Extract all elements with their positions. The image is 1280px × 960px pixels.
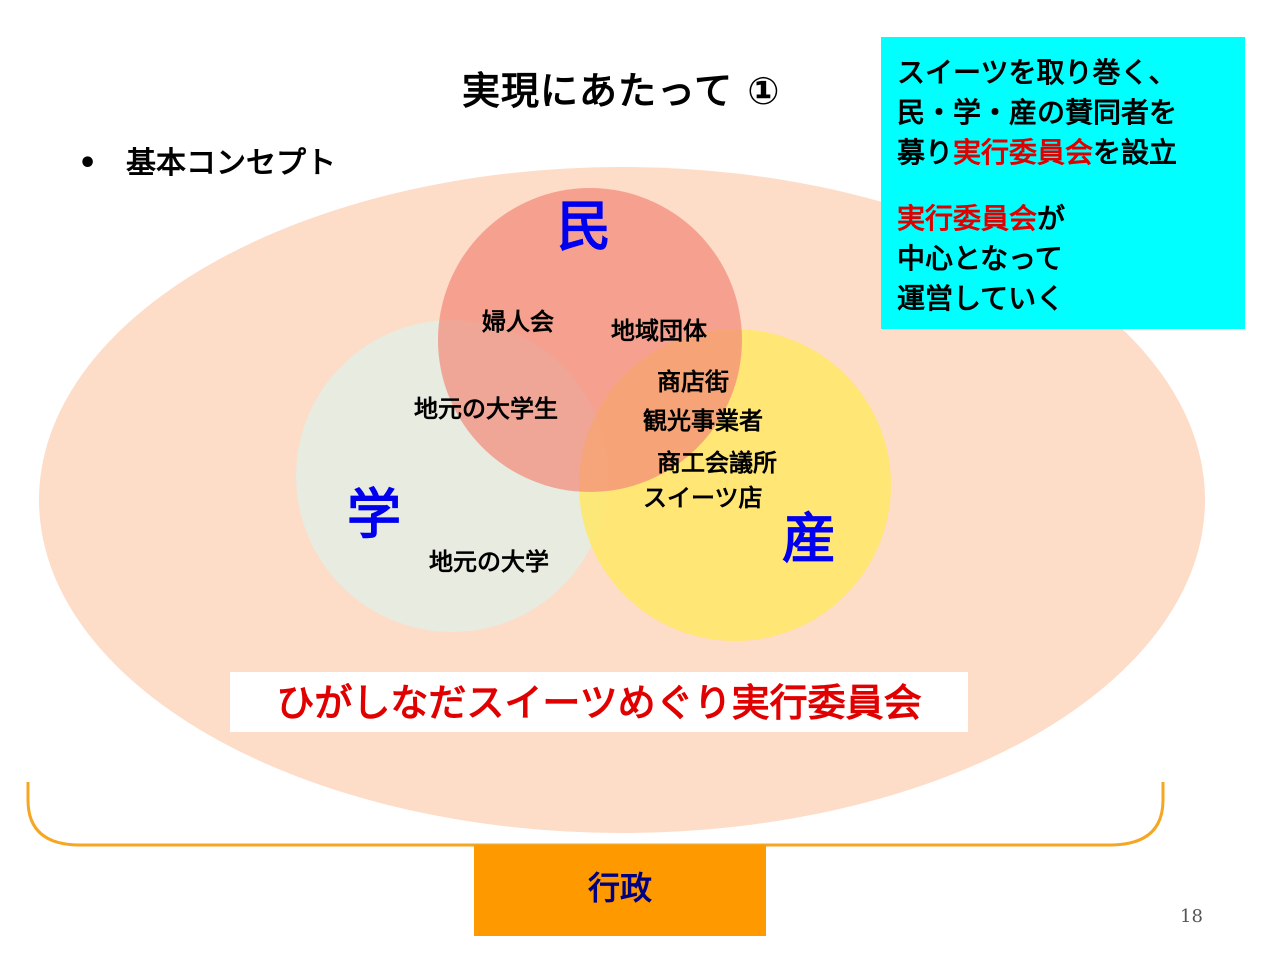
bullet-concept: • 基本コンセプト bbox=[78, 138, 336, 182]
callout-line-1: スイーツを取り巻く、 bbox=[897, 56, 1177, 89]
label-kanko: 観光事業者 bbox=[643, 407, 763, 435]
bullet-text: 基本コンセプト bbox=[126, 146, 336, 181]
callout-line-3-post: を設立 bbox=[1093, 136, 1178, 169]
label-fujinkai: 婦人会 bbox=[482, 308, 554, 336]
callout-line-3-pre: 募り bbox=[897, 136, 954, 169]
min-label: 民 bbox=[557, 195, 611, 258]
bullet-marker: • bbox=[78, 146, 98, 181]
callout-line-5: 中心となって bbox=[897, 242, 1063, 275]
callout-line-4-post: が bbox=[1037, 202, 1066, 235]
label-sweets-shop: スイーツ店 bbox=[643, 484, 763, 512]
callout-line-3: 募り実行委員会を設立 bbox=[897, 133, 1245, 173]
label-shotengai: 商店街 bbox=[657, 368, 729, 396]
gaku-label: 学 bbox=[347, 483, 401, 546]
san-label: 産 bbox=[782, 507, 836, 570]
callout-line-6: 運営していく bbox=[897, 282, 1065, 315]
government-box: 行政 bbox=[474, 845, 766, 936]
page-number: 18 bbox=[1180, 906, 1203, 927]
min-circle bbox=[438, 188, 742, 492]
page-title: 実現にあたって ① bbox=[462, 69, 781, 113]
callout-box: スイーツを取り巻く、 民・学・産の賛同者を 募り実行委員会を設立 実行委員会が … bbox=[881, 37, 1245, 329]
label-daigakusei: 地元の大学生 bbox=[414, 395, 558, 423]
label-chiiki: 地域団体 bbox=[611, 317, 707, 345]
callout-line-3-red: 実行委員会 bbox=[953, 136, 1094, 169]
callout-line-2: 民・学・産の賛同者を bbox=[897, 96, 1178, 129]
committee-banner: ひがしなだスイーツめぐり実行委員会 bbox=[230, 672, 968, 732]
label-shokokai: 商工会議所 bbox=[657, 449, 777, 477]
callout-line-4-red: 実行委員会 bbox=[897, 202, 1038, 235]
label-daigaku: 地元の大学 bbox=[429, 548, 549, 576]
callout-line-4: 実行委員会が bbox=[897, 199, 1245, 239]
